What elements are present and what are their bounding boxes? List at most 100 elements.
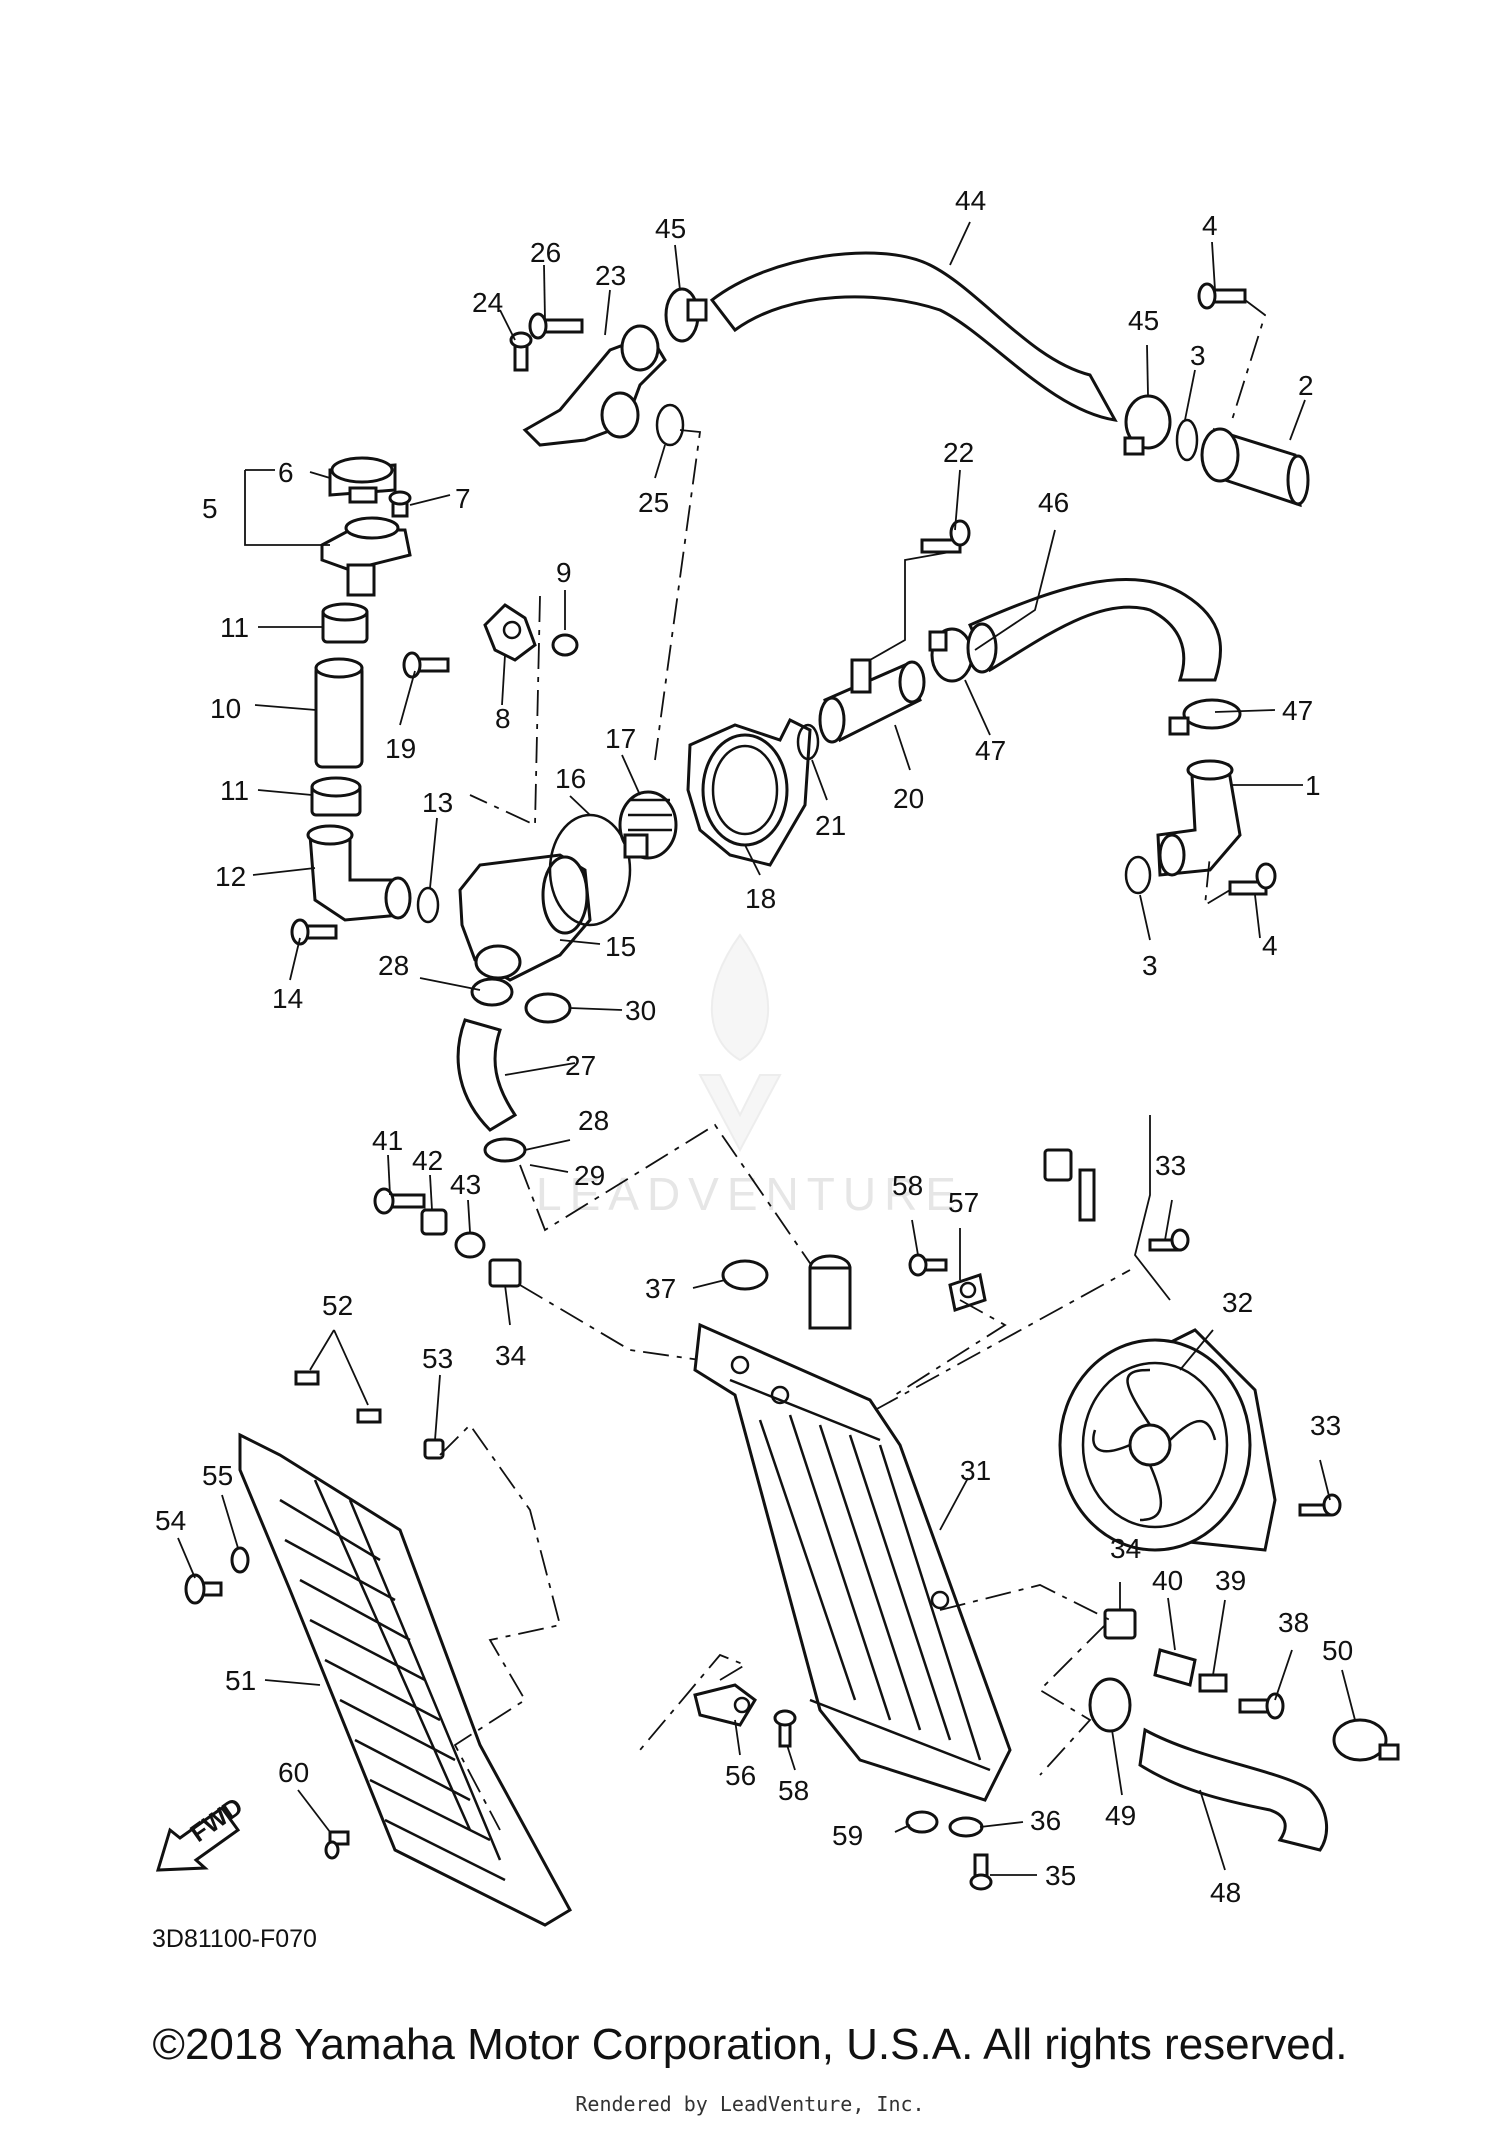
washer-55 — [230, 1546, 250, 1574]
callout-40: 40 — [1152, 1565, 1183, 1596]
radiator-guard-51 — [238, 1432, 573, 1927]
callout-59: 59 — [832, 1820, 863, 1851]
callout-58: 58 — [778, 1775, 809, 1806]
gasket-8 — [483, 603, 537, 662]
callout-23: 23 — [595, 260, 626, 291]
callout-33: 33 — [1155, 1150, 1186, 1181]
callout-58: 58 — [892, 1170, 923, 1201]
callout-45: 45 — [655, 213, 686, 244]
screw-33-upper — [1148, 1228, 1190, 1252]
collar-42 — [420, 1208, 448, 1236]
callout-8: 8 — [495, 703, 511, 734]
callout-38: 38 — [1278, 1607, 1309, 1638]
callout-24: 24 — [472, 287, 503, 318]
grommet-59 — [905, 1810, 939, 1834]
hose-clamp-49 — [1088, 1677, 1132, 1733]
callout-52: 52 — [322, 1290, 353, 1321]
thermostat-17 — [618, 790, 678, 860]
bolt-4-top — [1197, 282, 1247, 310]
callout-28: 28 — [378, 950, 409, 981]
screw-7 — [388, 490, 412, 518]
o-ring-3-top — [1175, 418, 1199, 462]
callout-42: 42 — [412, 1145, 443, 1176]
callout-22: 22 — [943, 437, 974, 468]
callout-30: 30 — [625, 995, 656, 1026]
callout-29: 29 — [574, 1160, 605, 1191]
bolt-22 — [920, 519, 971, 554]
screw-58-upper — [908, 1253, 948, 1277]
callout-60: 60 — [278, 1757, 309, 1788]
watermark-logo — [698, 933, 782, 1153]
filler-neck-5 — [320, 516, 412, 597]
callout-53: 53 — [422, 1343, 453, 1374]
callout-3: 3 — [1190, 340, 1206, 371]
screw-24 — [509, 331, 533, 372]
callout-55: 55 — [202, 1460, 233, 1491]
hose-48 — [1138, 1727, 1329, 1852]
copyright-notice: ©2018 Yamaha Motor Corporation, U.S.A. A… — [152, 2020, 1348, 2069]
bracket-56 — [693, 1683, 757, 1727]
callout-41: 41 — [372, 1125, 403, 1156]
hose-46 — [968, 577, 1222, 682]
callout-3: 3 — [1142, 950, 1158, 981]
callout-49: 49 — [1105, 1800, 1136, 1831]
callout-11: 11 — [220, 775, 249, 806]
callout-50: 50 — [1322, 1635, 1353, 1666]
hose-clamp-45-right — [1124, 394, 1172, 450]
callout-45: 45 — [1128, 305, 1159, 336]
o-ring-21 — [796, 723, 820, 761]
bolt-38 — [1238, 1692, 1285, 1720]
cooling-fan-32 — [1058, 1328, 1277, 1552]
collar-39 — [1198, 1673, 1228, 1693]
o-ring-13 — [416, 886, 440, 924]
callout-35: 35 — [1045, 1860, 1076, 1891]
callout-7: 7 — [455, 483, 471, 514]
callout-25: 25 — [638, 487, 669, 518]
callout-16: 16 — [555, 763, 586, 794]
callout-15: 15 — [605, 931, 636, 962]
rendered-by-credit: Rendered by LeadVenture, Inc. — [575, 2092, 925, 2116]
nut-34-lower — [1103, 1608, 1137, 1640]
clip-52-a — [294, 1370, 320, 1386]
callout-54: 54 — [155, 1505, 186, 1536]
bolt-41 — [373, 1187, 426, 1215]
callout-32: 32 — [1222, 1287, 1253, 1318]
radiator-cap-6 — [328, 456, 397, 504]
hose-clamp-50 — [1332, 1718, 1388, 1762]
hose-clamp-30 — [524, 992, 572, 1024]
callout-19: 19 — [385, 733, 416, 764]
callout-6: 6 — [278, 457, 294, 488]
callout-4: 4 — [1262, 930, 1278, 961]
callout-36: 36 — [1030, 1805, 1061, 1836]
callout-5: 5 — [202, 493, 218, 524]
collar-53 — [423, 1438, 445, 1460]
callout-34: 34 — [495, 1340, 526, 1371]
callout-56: 56 — [725, 1760, 756, 1791]
callout-2: 2 — [1298, 370, 1314, 401]
screw-58-lower — [773, 1709, 797, 1748]
hose-10 — [314, 663, 364, 769]
hose-clamp-47-lower — [1182, 698, 1242, 730]
callout-28: 28 — [578, 1105, 609, 1136]
callout-46: 46 — [1038, 487, 1069, 518]
damper-37 — [721, 1259, 769, 1291]
hose-27 — [456, 1018, 518, 1132]
callout-47: 47 — [1282, 695, 1313, 726]
callout-39: 39 — [1215, 1565, 1246, 1596]
hose-clamp-28-lower — [483, 1137, 527, 1163]
leader-lines — [177, 221, 1356, 1876]
callout-10: 10 — [210, 693, 241, 724]
callout-12: 12 — [215, 861, 246, 892]
bolt-14 — [290, 918, 338, 946]
callout-34: 34 — [1110, 1533, 1141, 1564]
callout-14: 14 — [272, 983, 303, 1014]
bolt-4-lower — [1228, 862, 1277, 896]
bolt-26 — [528, 312, 584, 340]
screw-60 — [324, 1830, 350, 1860]
bolt-19 — [402, 651, 450, 679]
bolt-35 — [969, 1853, 993, 1891]
radiator-31 — [693, 1322, 1012, 1802]
callout-17: 17 — [605, 723, 636, 754]
callout-21: 21 — [815, 810, 846, 841]
